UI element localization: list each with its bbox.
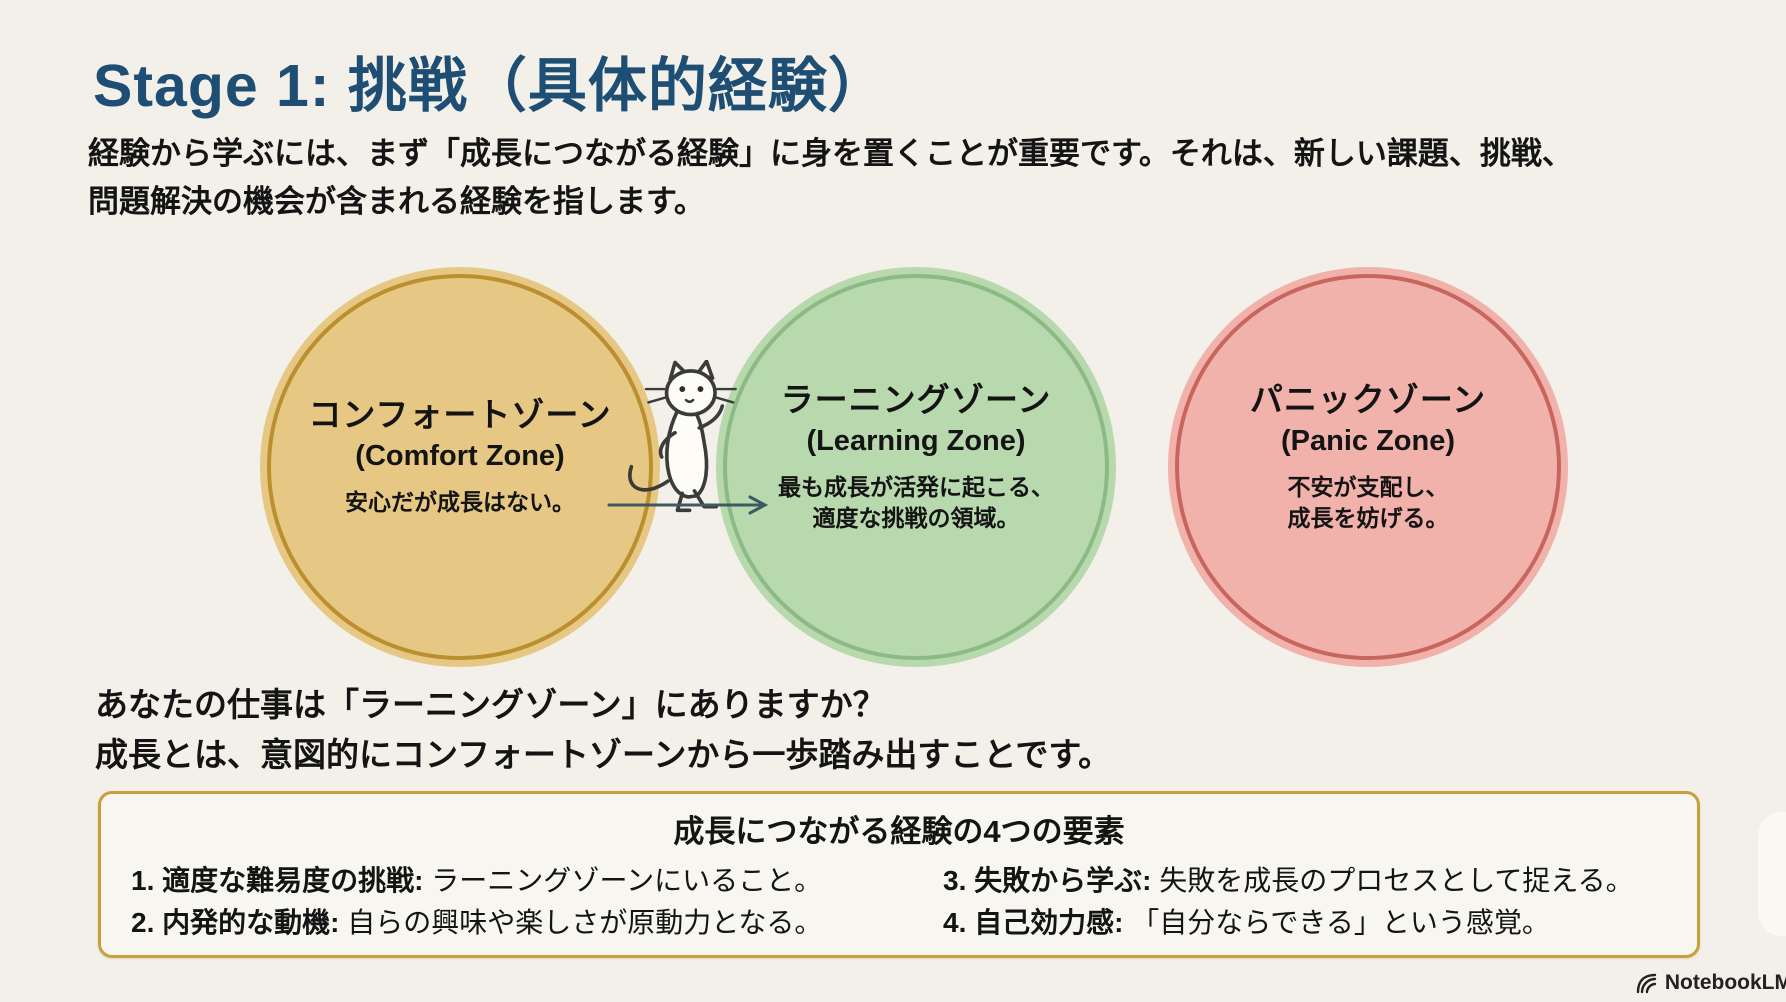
panic-zone-description: 不安が支配し、 成長を妨げる。 <box>1287 473 1449 531</box>
factors-box-title: 成長につながる経験の4つの要素 <box>673 814 1125 849</box>
intro-line-2: 問題解決の機会が含まれる経験を指します。 <box>88 184 705 219</box>
intro-paragraph: 経験から学ぶには、まず「成長につながる経験」に身を置くことが重要です。それは、新… <box>88 130 1573 226</box>
factors-box: 成長につながる経験の4つの要素 1. 適度な難易度の挑戦: ラーニングゾーンにい… <box>98 791 1700 958</box>
comfort-zone-circle: コンフォートゾーン (Comfort Zone) 安心だが成長はない。 <box>260 267 660 667</box>
factor-item-2: 2. 内発的な動機: 自らの興味や楽しさが原動力となる。 <box>131 907 823 938</box>
comfort-zone-description: 安心だが成長はない。 <box>345 489 575 515</box>
panic-zone-name: パニックゾーン <box>1249 380 1487 418</box>
learning-zone-description: 最も成長が活発に起こる、 適度な挑戦の領域。 <box>778 473 1054 531</box>
watermark: NotebookLM <box>1634 971 1786 995</box>
right-edge-artifact <box>1758 812 1786 936</box>
learning-zone-english: (Learning Zone) <box>806 424 1026 457</box>
factor-item-3: 3. 失敗から学ぶ: 失敗を成長のプロセスとして捉える。 <box>943 865 1634 896</box>
factor-item-1: 1. 適度な難易度の挑戦: ラーニングゾーンにいること。 <box>131 865 823 896</box>
factors-column-left: 1. 適度な難易度の挑戦: ラーニングゾーンにいること。 2. 内発的な動機: … <box>131 860 822 944</box>
learning-zone-name: ラーニングゾーン <box>780 380 1052 418</box>
watermark-label: NotebookLM <box>1664 971 1786 994</box>
comfort-zone-english: (Comfort Zone) <box>355 440 565 472</box>
panic-zone-circle: パニックゾーン (Panic Zone) 不安が支配し、 成長を妨げる。 <box>1168 267 1568 667</box>
factors-column-right: 3. 失敗から学ぶ: 失敗を成長のプロセスとして捉える。 4. 自己効力感: 「… <box>943 860 1634 944</box>
learning-zone-circle: ラーニングゾーン (Learning Zone) 最も成長が活発に起こる、 適度… <box>716 267 1116 667</box>
comfort-zone-name: コンフォートゾーン <box>308 396 612 433</box>
arrow-right-icon <box>607 495 769 515</box>
question-line-2: 成長とは、意図的にコンフォートゾーンから一歩踏み出すことです。 <box>95 736 1112 773</box>
page-title: Stage 1: 挑戦（具体的経験） <box>93 53 888 119</box>
panic-zone-english: (Panic Zone) <box>1280 424 1455 457</box>
question-line-1: あなたの仕事は「ラーニングゾーン」にありますか？ <box>95 686 886 723</box>
factor-item-4: 4. 自己効力感: 「自分ならできる」という感覚。 <box>943 907 1550 938</box>
question-text: あなたの仕事は「ラーニングゾーン」にありますか？ 成長とは、意図的にコンフォート… <box>95 680 1111 780</box>
notebooklm-logo-icon <box>1636 973 1657 994</box>
intro-line-1: 経験から学ぶには、まず「成長につながる経験」に身を置くことが重要です。それは、新… <box>88 136 1573 171</box>
cat-illustration <box>628 360 737 513</box>
